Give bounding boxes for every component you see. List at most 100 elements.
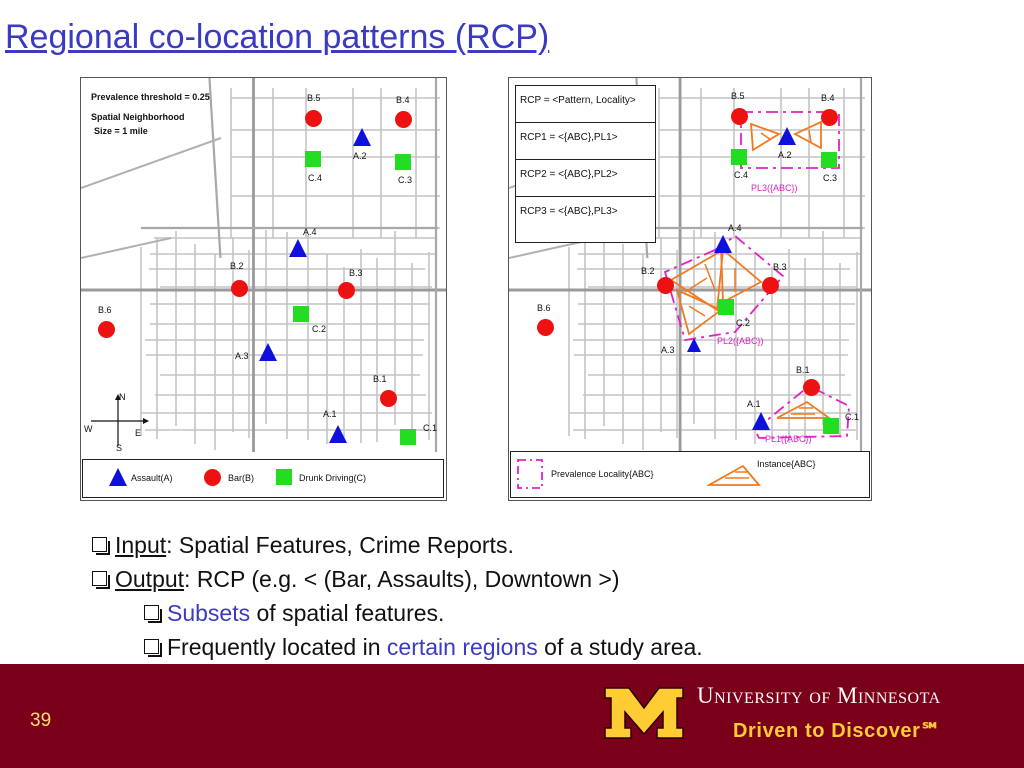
label-b6: B.6 [98,305,112,315]
r-assault-a4-icon [714,235,732,253]
r-label-a4: A.4 [728,223,742,233]
pl2-instance-triangle [675,288,723,336]
block-m-logo [604,687,684,739]
compass-s: S [116,443,123,453]
r-label-c2: C.2 [736,318,751,328]
r-drunk-c1-icon [823,418,839,434]
r-bar-b3-icon [762,277,779,294]
r-drunk-c4-icon [731,149,747,165]
r-label-c1: C.1 [845,412,860,422]
compass-w: W [84,424,93,434]
bar-b3-icon [338,282,355,299]
bar-b5-icon [305,110,322,127]
r-label-c3: C.3 [823,173,838,183]
bar-b4-icon [395,111,412,128]
neighborhood-label-line1: Spatial Neighborhood [91,112,185,122]
checkbox-bullet-icon [144,639,162,657]
r-label-b6: B.6 [537,303,551,313]
r-label-a2: A.2 [778,150,792,160]
pl3-instance-triangle [749,122,782,152]
subsets-highlight: Subsets [167,600,251,626]
pl3-label: PL3({ABC}) [751,183,798,193]
bullet-output: Output: RCP (e.g. < (Bar, Assaults), Dow… [92,566,620,596]
r-label-a3: A.3 [661,345,675,355]
r-label-b4: B.4 [821,93,835,103]
checkbox-bullet-icon [92,537,110,555]
r-bar-b6-icon [537,319,554,336]
bar-b1-icon [380,390,397,407]
label-a3: A.3 [235,351,249,361]
neighborhood-label-line2: Size = 1 mile [94,126,148,136]
r-label-b1: B.1 [796,365,810,375]
input-label: Input [115,532,167,558]
label-b5: B.5 [307,93,321,103]
university-name: University of Minnesota [697,683,941,708]
r-assault-a1-icon [752,412,770,430]
r-drunk-c3-icon [821,152,837,168]
rcp-row-2: RCP2 = <{ABC},PL2> [516,160,655,197]
legend-bar-label: Bar(B) [228,473,255,483]
left-map-panel: Prevalence threshold = 0.25 Spatial Neig… [80,77,447,501]
label-c1: C.1 [423,423,438,433]
left-legend: Assault(A) Bar(B) Drunk Driving(C) [82,459,444,498]
r-bar-b2-icon [657,277,674,294]
compass-n: N [119,392,126,402]
r-label-b3: B.3 [773,262,787,272]
pl2-instance-triangle [720,245,763,304]
rcp-row-1: RCP1 = <{ABC},PL1> [516,123,655,160]
output-text: : RCP (e.g. < (Bar, Assaults), Downtown … [184,566,620,592]
compass-e: E [135,428,142,438]
assault-a3-icon [259,343,277,361]
label-a4: A.4 [303,227,317,237]
subsets-text: of spatial features. [250,600,445,626]
localities-overlay [663,111,850,439]
label-c4: C.4 [308,173,323,183]
label-c3: C.3 [398,175,413,185]
legend-assault-icon [109,468,127,486]
legend-instance-icon [707,464,761,486]
r-label-c4: C.4 [734,170,749,180]
assault-a1-icon [329,425,347,443]
pl2-instance-triangle [669,248,725,312]
page-number: 39 [30,710,52,731]
regions-suffix: of a study area. [537,634,703,660]
r-label-b5: B.5 [731,91,745,101]
pl3-instance-triangle [792,120,822,150]
slide-title: Regional co-location patterns (RCP) [5,18,550,56]
legend-locality-label: Prevalence Locality{ABC} [551,469,654,479]
label-a2: A.2 [353,151,367,161]
label-b1: B.1 [373,374,387,384]
drunk-c1-icon [400,429,416,445]
r-assault-a2-icon [778,127,796,145]
checkbox-bullet-icon [92,571,110,589]
drunk-c4-icon [305,151,321,167]
label-a1: A.1 [323,409,337,419]
pl1-label: PL1({ABC}) [765,434,812,444]
legend-drunk-label: Drunk Driving(C) [299,473,367,483]
rcp-row-3: RCP3 = <{ABC},PL3> [520,206,618,217]
rcp-table: RCP = <Pattern, Locality> RCP1 = <{ABC},… [515,85,656,243]
bullet-subsets: Subsets of spatial features. [144,600,444,630]
label-b4: B.4 [396,95,410,105]
pl3-locality-outline [740,111,840,169]
drunk-c2-icon [293,306,309,322]
bar-b6-icon [98,321,115,338]
street-line [81,237,172,259]
regions-highlight: certain regions [386,634,538,660]
bullet-regions: Frequently located in certain regions of… [144,634,703,664]
right-street-grid [509,78,871,452]
r-label-b2: B.2 [641,266,655,276]
tagline: Driven to Discover℠ [733,720,942,742]
r-label-a1: A.1 [747,399,761,409]
r-assault-a3-icon [687,338,701,352]
prevalence-threshold-label: Prevalence threshold = 0.25 [91,92,210,102]
regions-prefix: Frequently located in [167,634,387,660]
r-bar-b4-icon [821,109,838,126]
label-b2: B.2 [230,261,244,271]
label-c2: C.2 [312,324,327,334]
checkbox-bullet-icon [144,605,162,623]
footer-bar: 39 University of Minnesota Driven to Dis… [0,664,1024,768]
legend-instance-label: Instance{ABC} [757,459,816,469]
legend-drunk-icon [276,469,292,485]
legend-bar-icon [204,469,221,486]
